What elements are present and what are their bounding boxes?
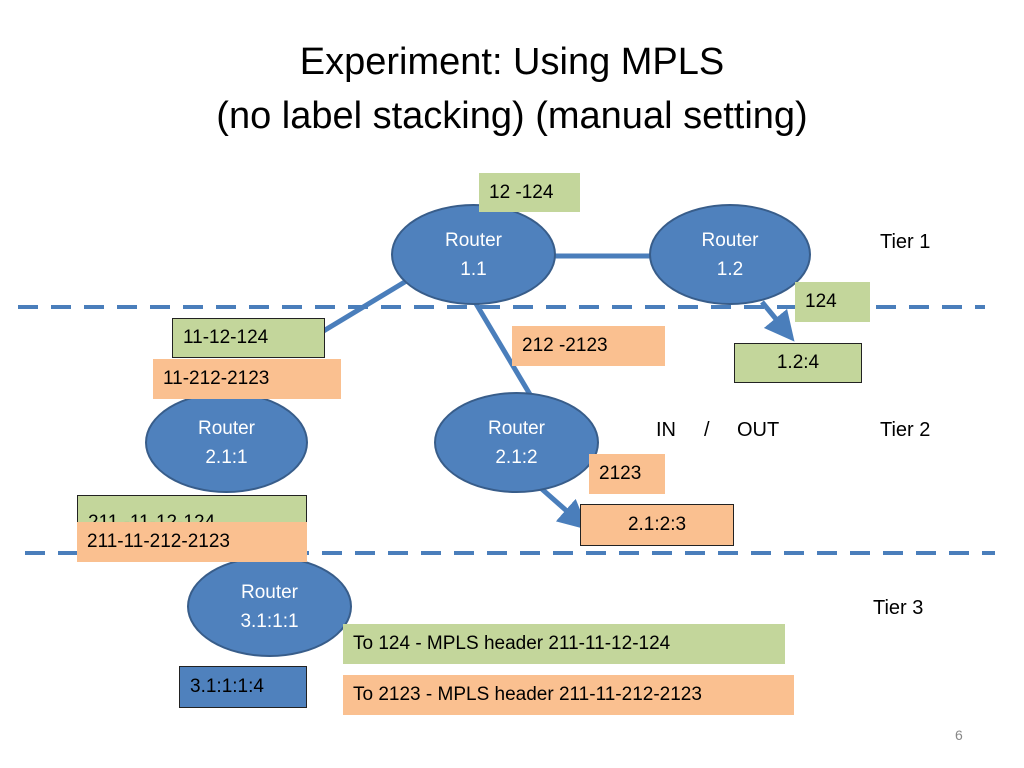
in-out-separator: / (704, 419, 710, 441)
in-label: IN (656, 419, 676, 441)
host-1-2-4: 1.2:4 (734, 343, 862, 383)
router-2-1-1: Router 2.1:1 (145, 392, 308, 493)
router-id: 2.1:2 (495, 446, 538, 468)
slide-title-line-2: (no label stacking) (manual setting) (216, 95, 808, 137)
tier-3-label: Tier 3 (873, 597, 924, 619)
router-3-1-1-1: Router 3.1:1:1 (187, 556, 352, 657)
page-number: 6 (955, 727, 963, 743)
label-12-124: 12 -124 (479, 173, 580, 212)
router-label: Router (444, 229, 503, 251)
router-id: 1.2 (716, 258, 744, 280)
router-id: 2.1:1 (205, 446, 248, 468)
out-label: OUT (737, 419, 780, 441)
label-2123: 2123 (589, 454, 665, 494)
router-label: Router (487, 417, 546, 439)
router-label: Router (197, 417, 256, 439)
host-2-1-2-3: 2.1:2:3 (580, 504, 734, 546)
router-label: Router (701, 229, 759, 251)
router-id: 1.1 (460, 258, 487, 280)
label-211-11-212-2123: 211-11-212-2123 (77, 522, 307, 562)
label-212-2123: 212 -2123 (512, 326, 665, 366)
router-id: 3.1:1:1 (240, 610, 299, 632)
tier-1-label: Tier 1 (880, 231, 931, 253)
label-11-12-124: 11-12-124 (172, 318, 325, 358)
router-2-1-2: Router 2.1:2 (434, 392, 599, 493)
slide-title-line-1: Experiment: Using MPLS (299, 41, 725, 83)
note-to-124: To 124 - MPLS header 211-11-12-124 (343, 624, 785, 664)
arrow-r12-to-host (760, 300, 795, 342)
host-3-1-1-1-4: 3.1:1:1:4 (179, 666, 307, 708)
note-to-2123: To 2123 - MPLS header 211-11-212-2123 (343, 675, 794, 715)
router-label: Router (240, 581, 299, 603)
router-1-2: Router 1.2 (649, 204, 811, 305)
label-124: 124 (795, 282, 870, 322)
router-1-1: Router 1.1 (391, 204, 556, 305)
tier-2-label: Tier 2 (880, 419, 931, 441)
label-11-212-2123: 11-212-2123 (153, 359, 341, 399)
